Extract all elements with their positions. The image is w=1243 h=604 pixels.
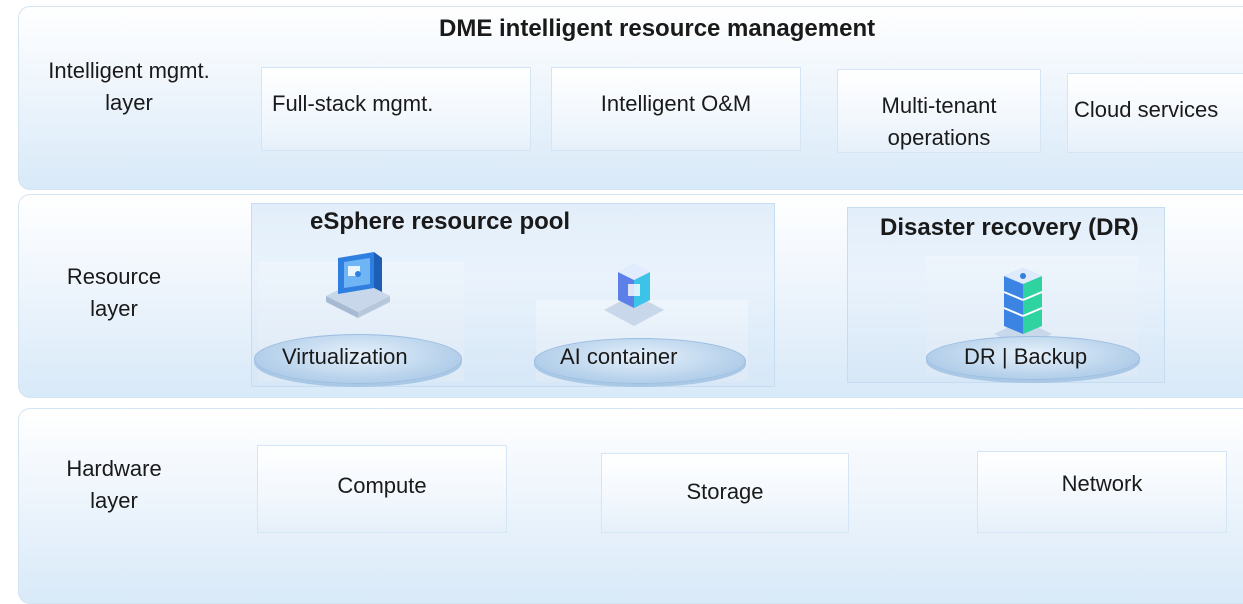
resource-layer-label: Resource layer bbox=[19, 261, 209, 325]
hardware-layer: Hardware layer Compute Storage Network bbox=[18, 408, 1243, 604]
mgmt-layer: Intelligent mgmt. layer DME intelligent … bbox=[18, 6, 1243, 190]
esphere-pool-title: eSphere resource pool bbox=[310, 208, 571, 235]
virtualization-platform bbox=[254, 334, 462, 384]
disaster-recovery-title: Disaster recovery (DR) bbox=[880, 214, 1139, 241]
mgmt-layer-label-text: Intelligent mgmt. layer bbox=[48, 58, 210, 115]
ai-container-label: AI container bbox=[560, 344, 678, 369]
ai-container-icon bbox=[604, 264, 664, 326]
ai-container-platform bbox=[534, 338, 746, 384]
mgmt-item-label: Full-stack mgmt. bbox=[272, 91, 434, 116]
resource-layer: Resource layer eSphere resource pool bbox=[18, 194, 1243, 398]
mgmt-item-label: Cloud services bbox=[1074, 97, 1219, 122]
hardware-item-label: Storage bbox=[686, 479, 764, 504]
mgmt-layer-title: DME intelligent resource management bbox=[439, 15, 876, 42]
dr-backup-label: DR | Backup bbox=[964, 344, 1088, 369]
mgmt-layer-label: Intelligent mgmt. layer bbox=[29, 55, 229, 119]
mgmt-item-label: Intelligent O&M bbox=[600, 91, 752, 116]
esphere-resource-pool[interactable]: eSphere resource pool Virtualization bbox=[251, 203, 775, 387]
hardware-layer-label-text: Hardware layer bbox=[66, 456, 162, 513]
virtualization-label: Virtualization bbox=[282, 344, 408, 369]
virtualization-icon bbox=[326, 252, 390, 318]
mgmt-item-intelligent-om[interactable]: Intelligent O&M bbox=[551, 67, 801, 151]
mgmt-item-label: Multi-tenant operations bbox=[881, 93, 997, 150]
mgmt-item-full-stack[interactable]: Full-stack mgmt. bbox=[261, 67, 531, 151]
hardware-item-network[interactable]: Network bbox=[977, 451, 1227, 533]
hardware-layer-label: Hardware layer bbox=[19, 453, 209, 517]
hardware-item-label: Compute bbox=[337, 473, 427, 498]
dr-backup-platform bbox=[926, 336, 1140, 380]
disaster-recovery-box[interactable]: Disaster recovery (DR) DR | Backup bbox=[847, 207, 1165, 383]
resource-layer-label-text: Resource layer bbox=[66, 264, 162, 321]
hardware-item-compute[interactable]: Compute bbox=[257, 445, 507, 533]
mgmt-item-multi-tenant[interactable]: Multi-tenant operations bbox=[837, 69, 1041, 153]
hardware-item-storage[interactable]: Storage bbox=[601, 453, 849, 533]
mgmt-item-cloud-services[interactable]: Cloud services bbox=[1067, 73, 1243, 153]
hardware-item-label: Network bbox=[1061, 471, 1143, 496]
